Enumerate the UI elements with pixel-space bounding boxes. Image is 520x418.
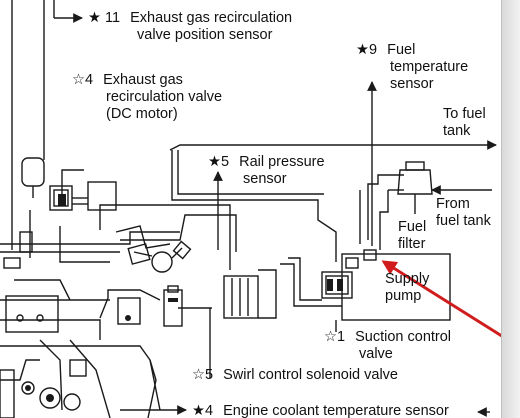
suction-control-valve-mark: ☆1: [324, 329, 346, 345]
red-annotation-arrow: [381, 260, 506, 340]
egr-valve-line3: (DC motor): [106, 106, 178, 122]
swirl-control-label: ☆5 Swirl control solenoid valve: [192, 367, 398, 384]
fuel-temp-sensor-line2: temperature: [390, 59, 469, 75]
coolant-temp-sensor-line1: Engine coolant temperature sensor: [223, 403, 449, 418]
egr-position-sensor-mark: ★ 11: [88, 10, 121, 26]
suction-control-valve-line1: Suction control: [355, 329, 452, 345]
fuel-filter-line2: filter: [398, 236, 426, 252]
egr-position-sensor-label: ★ 11 Exhaust gas recirculation: [88, 10, 292, 27]
rail-pressure-sensor-line1: Rail pressure: [239, 154, 325, 170]
egr-valve-coil-shade: [58, 194, 66, 206]
fuel-filter-line-top: [367, 174, 404, 240]
suction-control-valve-body: [321, 271, 353, 299]
to-fuel-tank-line2: tank: [443, 123, 471, 139]
high-pressure-line: [171, 150, 337, 262]
to-fuel-tank-line1: To fuel: [443, 106, 486, 122]
egr-position-sensor-line1: Exhaust gas recirculation: [130, 10, 293, 26]
suction-control-valve-line2: valve: [359, 346, 393, 362]
rail-pressure-sensor-mark: ★5: [208, 154, 230, 170]
coolant-temp-sensor-label: ★4 Engine coolant temperature sensor: [192, 403, 449, 418]
intercooler-block: [223, 275, 259, 319]
swirl-control-line1: Swirl control solenoid valve: [223, 367, 398, 383]
scrollbar-edge: [501, 0, 520, 418]
return-line-to-tank: [169, 140, 497, 151]
egr-valve-line1: Exhaust gas: [103, 72, 183, 88]
supply-pump-line1: Supply: [385, 271, 430, 287]
fuel-temp-sensor-label: ★9 Fuel: [356, 42, 415, 59]
egr-valve-mark: ☆4: [72, 72, 94, 88]
swirl-valve-connector: [117, 297, 141, 325]
suction-control-valve-label: ☆1 Suction control: [324, 329, 451, 346]
fuel-temp-sensor-line3: sensor: [390, 76, 434, 92]
fuel-filter-line1: Fuel: [398, 219, 427, 235]
egr-valve-line2: recirculation valve: [106, 89, 223, 105]
from-fuel-tank-line1: From: [436, 196, 470, 212]
swirl-control-mark: ☆5: [192, 367, 214, 383]
fuel-temp-sensor-mark: ★9: [356, 42, 378, 58]
rail-pressure-sensor-line2: sensor: [243, 171, 287, 187]
supply-pump-line2: pump: [385, 288, 422, 304]
rail-pressure-sensor-label: ★5 Rail pressure: [208, 154, 325, 171]
from-fuel-tank-line2: fuel tank: [436, 213, 491, 229]
egr-valve-body: [87, 181, 117, 211]
rail-pressure-sensor-body: [151, 251, 173, 273]
engine-rail-top: [0, 231, 180, 245]
fuel-temp-sensor-line1: Fuel: [387, 42, 416, 58]
egr-valve-label: ☆4 Exhaust gas: [72, 72, 183, 89]
egr-position-sensor-line2: valve position sensor: [137, 27, 273, 43]
egr-position-sensor-body: [21, 157, 45, 187]
coolant-temp-sensor-mark: ★4: [192, 403, 214, 418]
engine-pulley: [39, 387, 61, 409]
